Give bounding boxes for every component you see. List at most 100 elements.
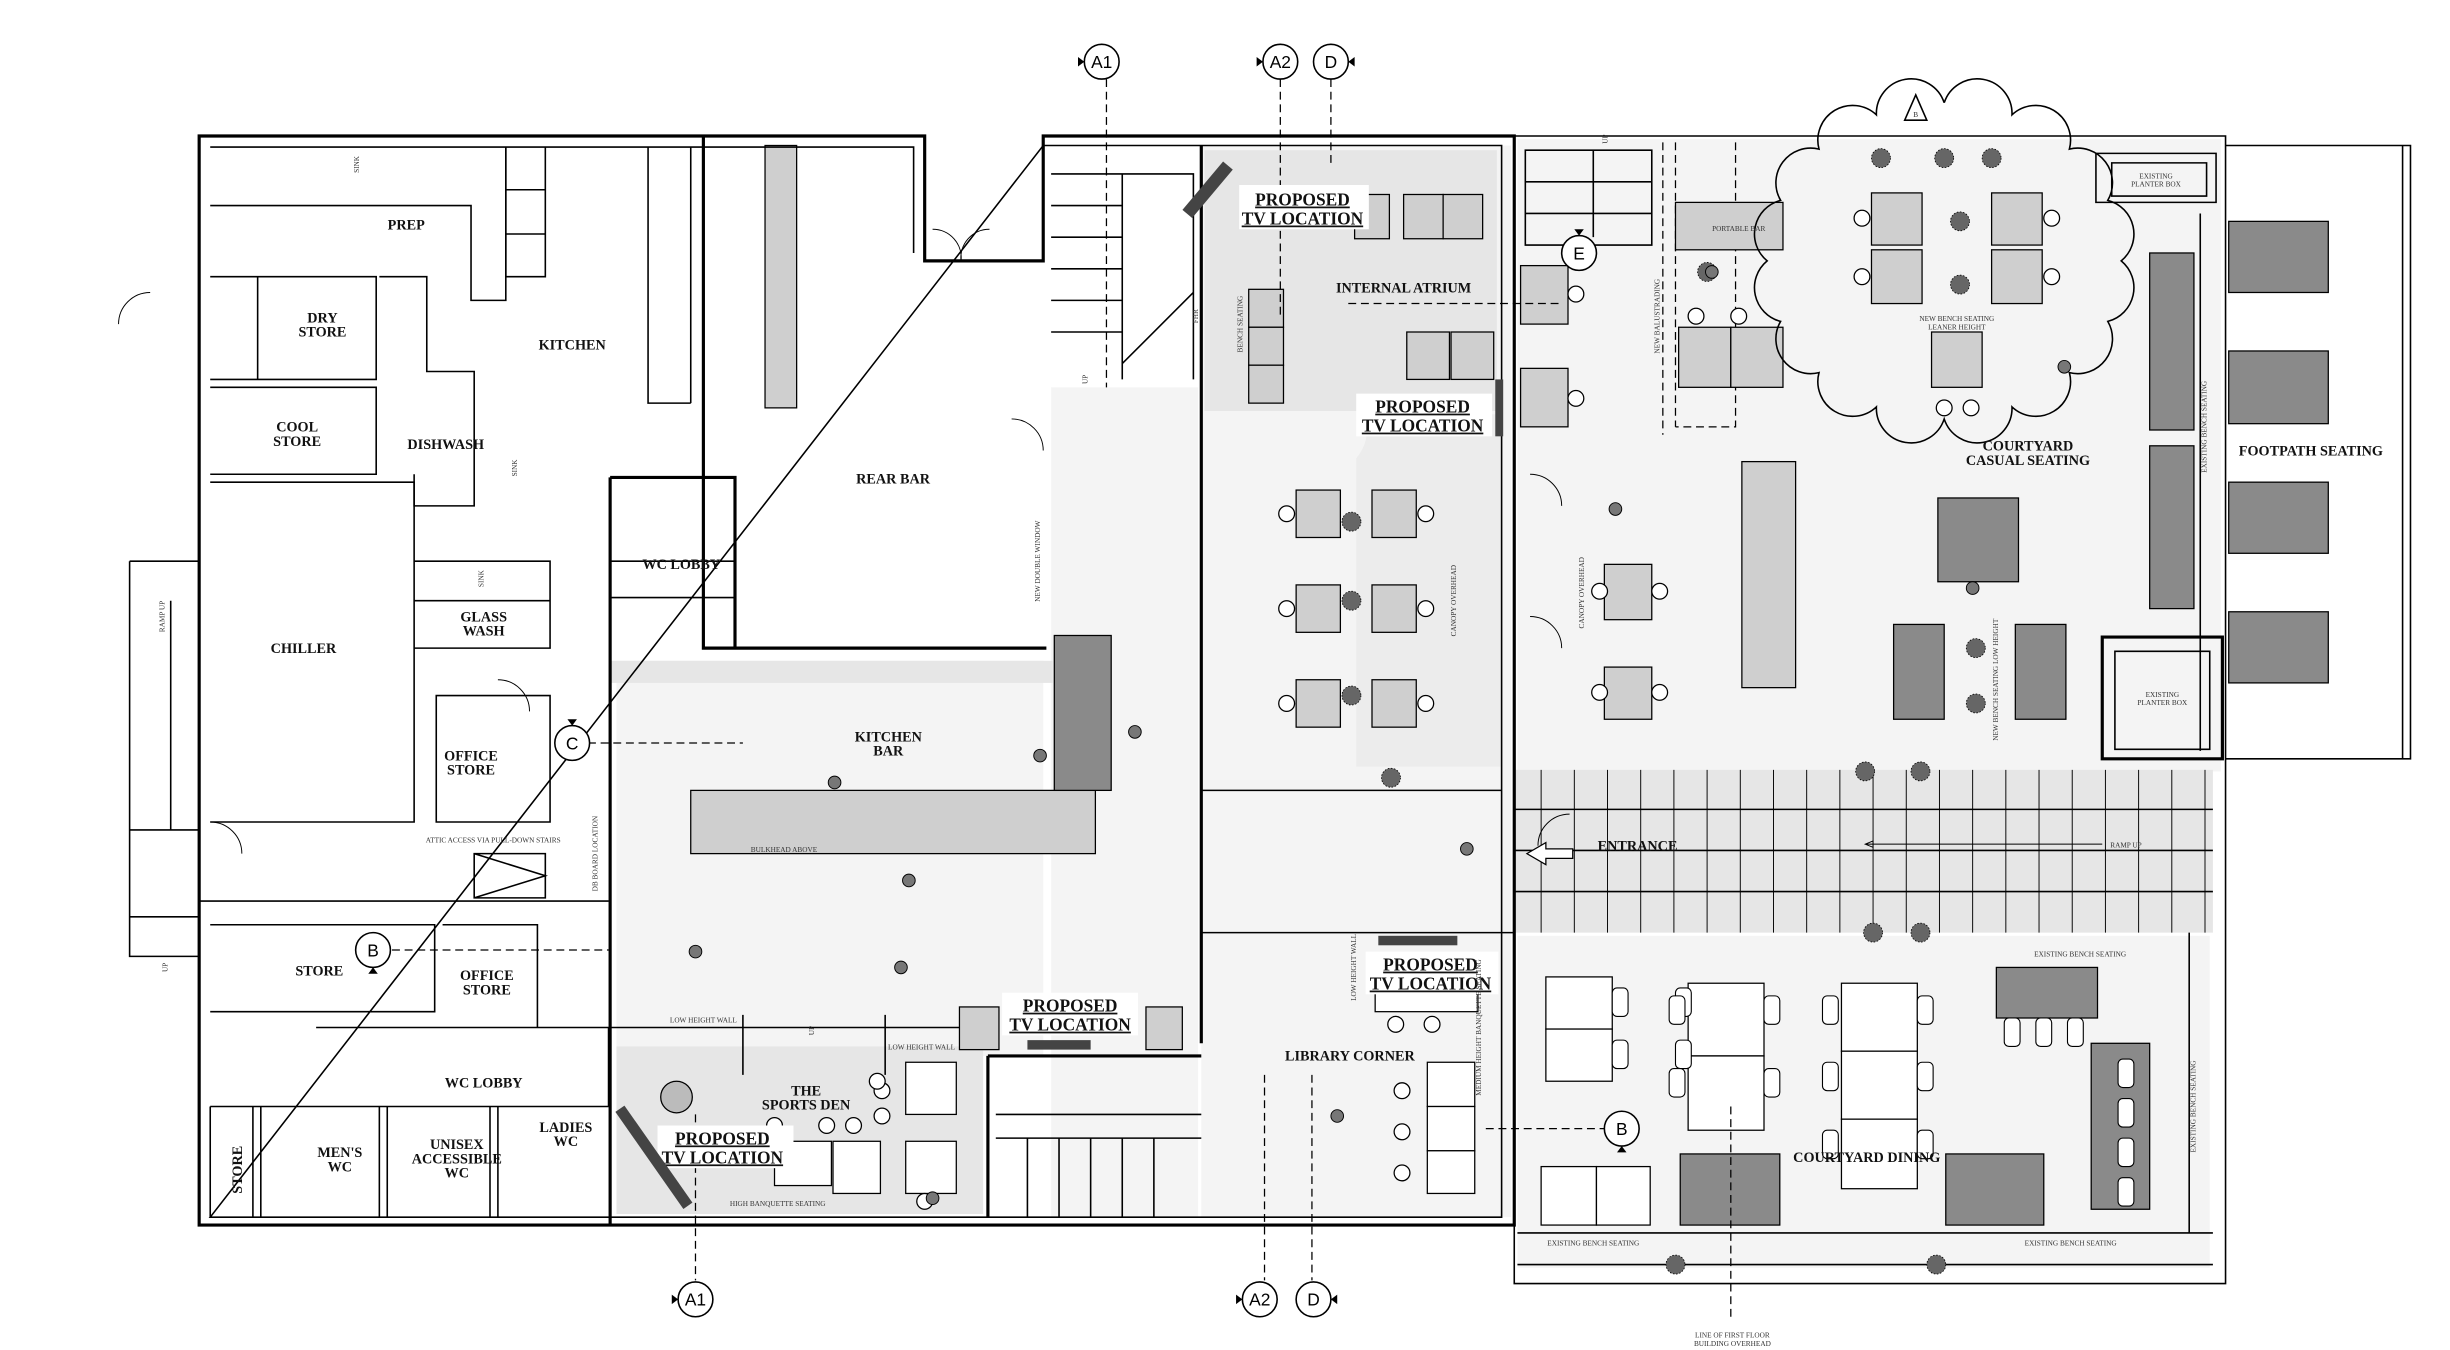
- door-swing: [118, 292, 151, 325]
- marker-b-left[interactable]: B: [354, 931, 392, 974]
- portable-bar-label: PORTABLE BAR: [1712, 225, 1765, 233]
- chair: [1668, 995, 1686, 1025]
- table: [1930, 331, 1983, 388]
- marker-a1-bottom[interactable]: A1: [671, 1281, 714, 1318]
- door-swing: [1537, 813, 1570, 846]
- stool: [1687, 307, 1705, 325]
- table: [1545, 976, 1613, 1030]
- double-door-swing: [932, 228, 990, 261]
- table: [1371, 489, 1417, 539]
- stool: [1962, 399, 1980, 417]
- table: [1603, 666, 1653, 720]
- revision-triangle: B: [1903, 92, 1929, 121]
- svg-text:A1: A1: [685, 1290, 706, 1310]
- table: [1442, 193, 1484, 240]
- medium-banquette-note: MEDIUM HEIGHT BANQUETTE SEATING: [1475, 958, 1483, 1095]
- high-banquette-note: HIGH BANQUETTE SEATING: [730, 1200, 826, 1208]
- canopy-note: CANOPY OVERHEAD: [1450, 565, 1458, 636]
- table: [1145, 1006, 1183, 1051]
- person-icon: [902, 873, 916, 888]
- svg-text:E: E: [1573, 243, 1585, 263]
- room-rear-bar: REAR BAR: [856, 472, 931, 488]
- svg-text:B: B: [1913, 111, 1918, 119]
- bench-seating-note: BENCH SEATING: [1236, 295, 1244, 352]
- stool: [1651, 582, 1669, 600]
- low-height-wall-note: LOW HEIGHT WALL: [888, 1044, 955, 1052]
- stool: [868, 1072, 886, 1090]
- sink-note: SINK: [353, 155, 361, 173]
- ramp-up-note: RAMP UP: [158, 601, 166, 632]
- dark-table: [2149, 252, 2195, 431]
- table: [1545, 1028, 1613, 1082]
- dark-table: [2228, 220, 2329, 294]
- plant-icon: [1934, 148, 1955, 169]
- table: [1870, 249, 1923, 305]
- person-icon: [1128, 725, 1142, 739]
- table: [1248, 288, 1285, 328]
- stool: [1278, 505, 1296, 523]
- stool: [1591, 683, 1609, 701]
- marker-b-right[interactable]: B: [1603, 1110, 1640, 1153]
- door-swing: [1011, 418, 1044, 451]
- chair: [1821, 1061, 1839, 1092]
- furniture: [118, 148, 2329, 1275]
- attic-access-note: ATTIC ACCESS VIA PULL-DOWN STAIRS: [426, 837, 561, 845]
- marker-e[interactable]: E: [1560, 229, 1598, 272]
- chair: [1763, 1068, 1781, 1098]
- person-icon: [1965, 581, 1980, 595]
- stool: [873, 1107, 891, 1125]
- person-icon: [1460, 842, 1474, 856]
- table: [1426, 1150, 1476, 1195]
- stool: [845, 1116, 863, 1135]
- table: [1595, 1165, 1651, 1226]
- person-icon: [1705, 265, 1719, 279]
- table: [1990, 249, 2043, 305]
- marker-a2-top[interactable]: A2: [1256, 43, 1299, 80]
- plant-icon: [1910, 922, 1931, 943]
- table: [1248, 326, 1285, 366]
- up-note: UP: [808, 1026, 816, 1035]
- person-icon: [894, 960, 908, 975]
- balustrading-note: NEW BALUSTRADING: [1654, 278, 1662, 353]
- svg-text:C: C: [566, 733, 579, 753]
- table: [1840, 982, 1918, 1052]
- stool: [1417, 694, 1435, 712]
- chair: [2003, 1017, 2021, 1048]
- bulkhead-note: BULKHEAD ABOVE: [751, 846, 818, 854]
- table: [1540, 1165, 1598, 1226]
- chair: [2117, 1177, 2135, 1207]
- plant-icon: [1965, 638, 1986, 659]
- plant-icon: [1910, 761, 1931, 782]
- stool: [1278, 600, 1296, 618]
- dark-table: [2014, 623, 2067, 720]
- stool: [1567, 389, 1585, 407]
- chair: [1763, 995, 1781, 1025]
- door-swing: [210, 821, 243, 854]
- plant-icon: [1665, 1254, 1686, 1275]
- revision-cloud: [1753, 78, 2135, 444]
- sink-note: SINK: [478, 569, 486, 587]
- marker-d-top[interactable]: D: [1312, 43, 1355, 80]
- table: [1990, 192, 2043, 246]
- ramp-arrow-icon: [1863, 840, 2103, 848]
- dark-table: [2228, 350, 2329, 425]
- section-markers: A1 A2 D A1 A2 D C B B E B: [354, 43, 1929, 1318]
- marker-c[interactable]: C: [554, 719, 591, 762]
- marker-a2-bottom[interactable]: A2: [1236, 1281, 1278, 1318]
- marker-d-bottom[interactable]: D: [1295, 1281, 1338, 1318]
- svg-text:B: B: [367, 940, 379, 960]
- marker-a1-top[interactable]: A1: [1078, 43, 1120, 80]
- chair: [1916, 995, 1934, 1025]
- table: [1295, 489, 1342, 539]
- chair: [2066, 1017, 2084, 1048]
- chair: [1916, 1129, 1934, 1160]
